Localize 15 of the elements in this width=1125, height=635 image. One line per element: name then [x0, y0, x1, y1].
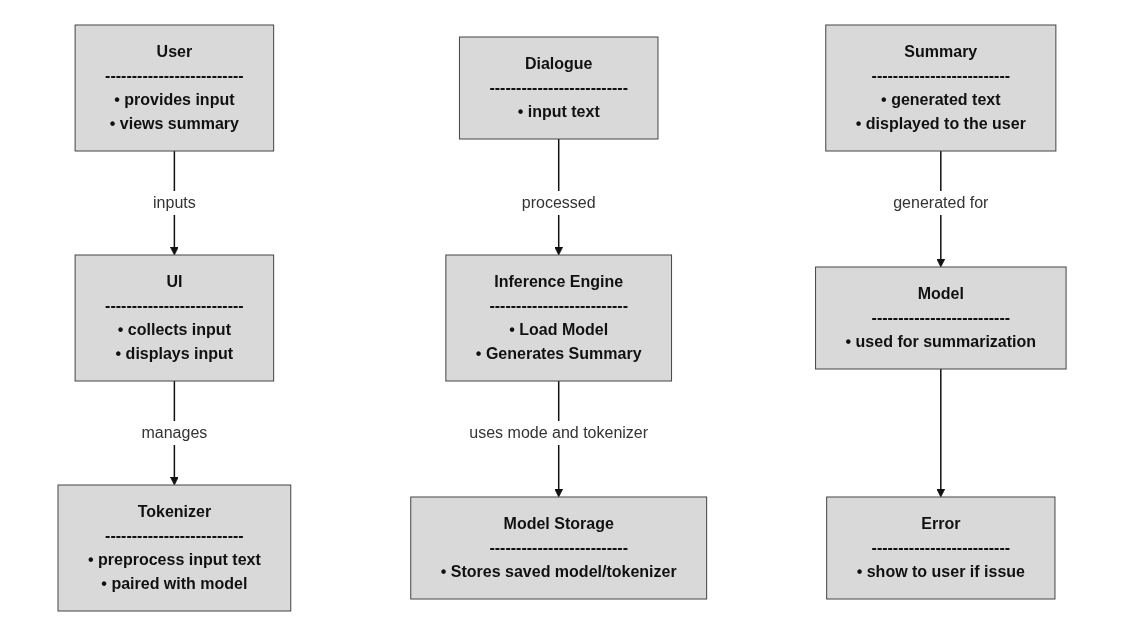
node-box: Dialogue -------------------------- • input text — [459, 36, 659, 139]
node-box: Inference Engine -------------------------- • Load Model • Generates Summary — [445, 254, 673, 381]
edge-label: uses mode and tokenizer — [469, 423, 649, 441]
node-box: UI -------------------------- • collects input • displays input — [75, 254, 275, 381]
node-box: Tokenizer -------------------------- • preprocess input text • paired with model — [57, 484, 292, 611]
edge-label: inputs — [153, 193, 197, 211]
node-box: Summary -------------------------- • generated text • displayed to the user — [825, 24, 1057, 151]
edge-label: processed — [522, 193, 597, 211]
node-box: Model Storage -------------------------- • Stores saved model/tokenizer — [410, 496, 708, 599]
node-box: Error -------------------------- • show to user if issue — [826, 496, 1056, 599]
node-box: User -------------------------- • provides input • views summary — [75, 24, 275, 151]
arrow — [936, 367, 946, 497]
edge-label: manages — [141, 423, 208, 441]
node-box: Model -------------------------- • used for summarization — [815, 266, 1068, 369]
edge-label: generated for — [893, 193, 989, 211]
